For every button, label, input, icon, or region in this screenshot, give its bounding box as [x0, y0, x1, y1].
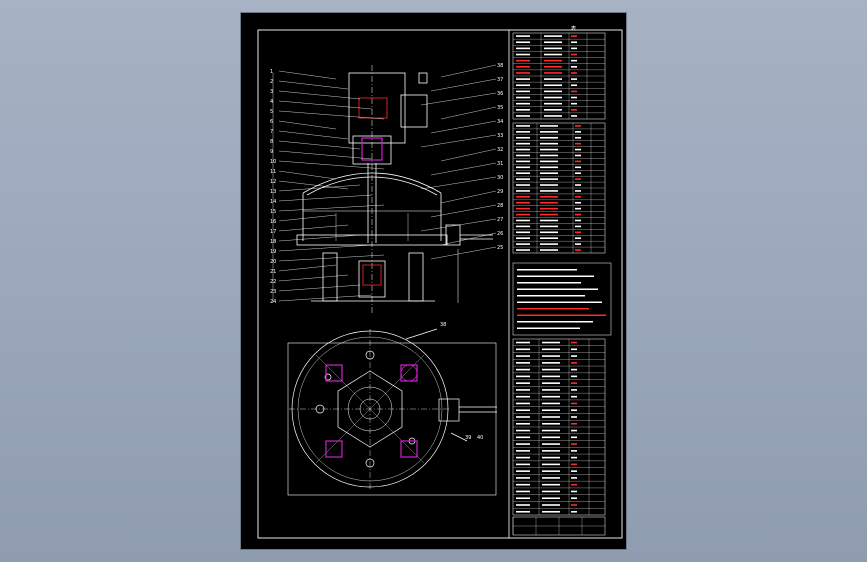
- vessel-top-head: [302, 172, 442, 194]
- callout-label: 17: [270, 229, 276, 235]
- callout-label: 20: [270, 259, 276, 265]
- callout-label: 27: [497, 217, 503, 223]
- callout-label: 22: [270, 279, 276, 285]
- callout-label: 33: [497, 133, 503, 139]
- callout-label: 32: [497, 147, 503, 153]
- callout-label: 7: [270, 129, 273, 135]
- callout-label: 37: [497, 77, 503, 83]
- lug-pad-4: [400, 440, 418, 458]
- cad-drawing: 123456789101112131415161718192021222324 …: [257, 25, 623, 539]
- callout-label: 28: [497, 203, 503, 209]
- callout-label: 40: [477, 435, 483, 441]
- plan-view: [287, 328, 497, 496]
- title-block-header: 表: [571, 25, 576, 32]
- callout-label: 12: [270, 179, 276, 185]
- callout-label: 16: [270, 219, 276, 225]
- callout-label: 9: [270, 149, 273, 155]
- callout-label: 25: [497, 245, 503, 251]
- callout-label: 36: [497, 91, 503, 97]
- callout-label: 23: [270, 289, 276, 295]
- callout-label: 38: [497, 63, 503, 69]
- callout-label: 19: [270, 249, 276, 255]
- callout-label: 8: [270, 139, 273, 145]
- callout-label: 26: [497, 231, 503, 237]
- callout-label: 35: [497, 105, 503, 111]
- right-tables: [508, 30, 612, 538]
- callout-label: 13: [270, 189, 276, 195]
- table-headers: 表: [571, 25, 576, 32]
- callout-label: 3: [270, 89, 273, 95]
- callout-label: 1: [270, 69, 273, 75]
- callout-label: 4: [270, 99, 273, 105]
- callout-label: 2: [270, 79, 273, 85]
- plan-callouts: 38 39 40: [440, 322, 483, 441]
- callout-label: 5: [270, 109, 273, 115]
- lug-pad-3: [325, 440, 343, 458]
- callout-label: 6: [270, 119, 273, 125]
- support-leg-right: [408, 252, 424, 302]
- drawing-border: [257, 29, 623, 539]
- callout-label: 24: [270, 299, 276, 305]
- callout-label: 11: [270, 169, 276, 175]
- callout-label: 14: [270, 199, 276, 205]
- gearbox-red: [358, 97, 388, 119]
- bearing-magenta: [361, 137, 383, 161]
- callout-label: 29: [497, 189, 503, 195]
- callout-label: 30: [497, 175, 503, 181]
- callout-label: 34: [497, 119, 503, 125]
- motor-side: [400, 94, 428, 128]
- callout-label: 39: [465, 435, 471, 441]
- callout-label: 18: [270, 239, 276, 245]
- callout-label: 38: [440, 322, 446, 328]
- callout-label: 31: [497, 161, 503, 167]
- motor-housing: [348, 72, 406, 144]
- elevation-callouts-right: 38 37 36 35 34 33 32 31 30 29 28 27 26 25: [420, 63, 503, 260]
- callout-label: 15: [270, 209, 276, 215]
- callout-label: 10: [270, 159, 276, 165]
- table-grid: [512, 33, 606, 535]
- callout-label: 21: [270, 269, 276, 275]
- lug-pad-1: [325, 364, 343, 382]
- technical-notes: [512, 262, 612, 336]
